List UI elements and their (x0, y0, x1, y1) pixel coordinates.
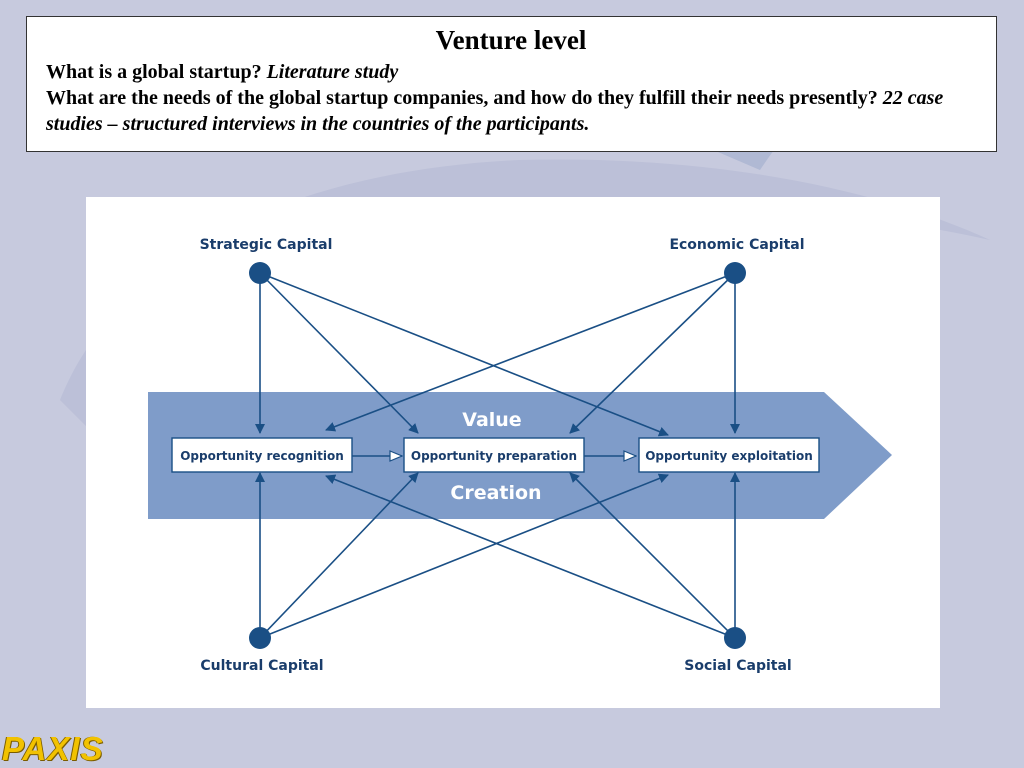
node-social-capital (724, 627, 746, 649)
paxis-logo: PAXIS (2, 730, 104, 767)
band-label-creation: Creation (450, 482, 541, 504)
capital-diagram: Value Creation Opportun (86, 197, 940, 708)
arrow-social-preparation (569, 472, 736, 639)
label-social-capital: Social Capital (684, 658, 791, 674)
question-box: Venture level What is a global startup? … (26, 16, 997, 152)
question-1-label: What is a global startup? (46, 61, 262, 83)
arrow-social-recognition (325, 474, 736, 639)
arrow-economic-recognition (325, 272, 736, 432)
arrow-strategic-preparation (259, 272, 419, 434)
question-2-label: What are the needs of the global startup… (46, 87, 878, 109)
box-label-recognition: Opportunity recognition (180, 449, 344, 463)
band-label-value: Value (462, 409, 521, 431)
box-label-preparation: Opportunity preparation (411, 449, 577, 463)
question-2: What are the needs of the global startup… (46, 85, 996, 137)
arrow-cultural-preparation (259, 472, 419, 639)
node-strategic-capital (249, 262, 271, 284)
slide-title: Venture level (435, 25, 587, 55)
box-opportunity-preparation: Opportunity preparation (403, 437, 585, 473)
arrow-strategic-exploitation (259, 272, 669, 437)
node-economic-capital (724, 262, 746, 284)
box-label-exploitation: Opportunity exploitation (645, 449, 813, 463)
label-economic-capital: Economic Capital (669, 237, 804, 253)
question-2-answer: 22 case studies – structured interviews … (46, 87, 944, 135)
question-1-answer: Literature study (266, 61, 399, 83)
label-strategic-capital: Strategic Capital (200, 237, 333, 253)
label-cultural-capital: Cultural Capital (200, 658, 323, 674)
question-1: What is a global startup? Literature stu… (46, 59, 996, 85)
arrow-economic-preparation (569, 272, 736, 434)
box-opportunity-recognition: Opportunity recognition (171, 437, 353, 473)
box-opportunity-exploitation: Opportunity exploitation (638, 437, 820, 473)
node-cultural-capital (249, 627, 271, 649)
